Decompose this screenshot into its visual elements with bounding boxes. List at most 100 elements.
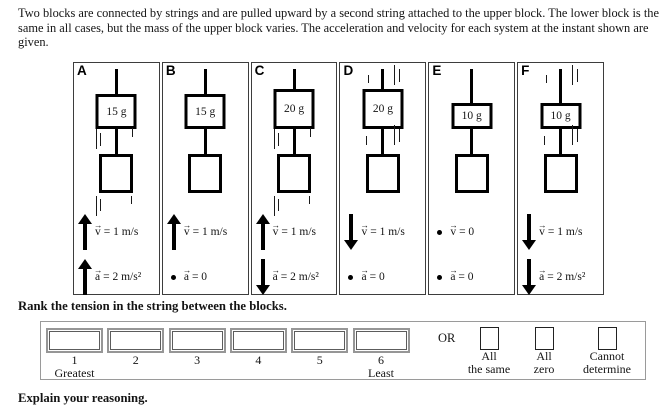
motion-streak-icon (273, 196, 275, 216)
option-label-line: All (536, 349, 552, 363)
problem-statement: Two blocks are connected by strings and … (18, 6, 659, 50)
lower-block (454, 154, 489, 193)
upper-block: 15 g (95, 94, 137, 129)
upper-block: 10 g (540, 103, 582, 129)
acceleration-label: a= 2 m/s² (94, 265, 141, 283)
upper-block-mass: 20 g (372, 103, 393, 115)
upper-block: 20 g (273, 89, 315, 129)
motion-streak-icon (572, 65, 574, 85)
panel-A: A15 gv= 1 m/sa= 2 m/s² (73, 62, 160, 295)
acceleration-vector-symbol: a (449, 265, 458, 283)
upper-block-mass: 10 g (461, 110, 482, 122)
motion-streak-icon (572, 125, 574, 145)
motion-streak-icon (100, 133, 101, 146)
motion-streak-icon (309, 128, 311, 137)
velocity-vector-symbol: v (361, 220, 369, 238)
motion-streak-icon (577, 69, 579, 82)
motion-streak-icon (577, 129, 579, 142)
acceleration-row: a= 0 (344, 258, 425, 296)
rank-slot-1[interactable] (46, 328, 103, 353)
velocity-down-arrow-icon (522, 214, 537, 250)
motion-streak-icon (131, 196, 132, 204)
rank-slot-sublabel: Greatest (54, 366, 95, 380)
panel-label: D (343, 63, 354, 78)
velocity-vector-symbol: v (94, 220, 102, 238)
motion-streak-icon (132, 128, 133, 137)
motion-streak-icon (368, 75, 370, 83)
motion-streak-icon (277, 199, 279, 211)
panel-label: B (165, 63, 176, 78)
upper-block: 20 g (362, 89, 404, 129)
option-checkbox[interactable] (479, 327, 499, 350)
velocity-row: v= 1 m/s (522, 213, 603, 251)
upper-string (559, 69, 563, 103)
velocity-value: = 1 m/s (103, 226, 139, 238)
velocity-up-arrow-icon (166, 214, 181, 250)
rank-slot-number: 3 (194, 353, 201, 367)
rank-slot-5[interactable] (291, 328, 349, 353)
panel-C: C20 gv= 1 m/sa= 2 m/s² (250, 62, 338, 296)
acceleration-label: a= 0 (360, 265, 385, 283)
acceleration-vector-symbol: a (360, 265, 369, 283)
velocity-value: = 1 m/s (281, 226, 317, 238)
upper-string (470, 69, 474, 103)
acceleration-row: a= 2 m/s² (78, 258, 159, 296)
option-label-line: determine (583, 362, 631, 376)
motion-streak-icon (544, 136, 546, 145)
panel-F: F 10 g v= 1 m/s a= 2 m/s² (517, 62, 604, 295)
upper-block-mass: 10 g (550, 110, 571, 122)
motion-streak-icon (394, 125, 396, 145)
option-checkbox[interactable] (597, 327, 617, 350)
option-checkbox[interactable] (534, 327, 554, 350)
panel-label: F (521, 63, 530, 78)
upper-string (381, 69, 385, 89)
acceleration-up-arrow-icon (78, 259, 92, 295)
upper-block-mass: 15 g (106, 105, 127, 118)
motion-streak-icon (399, 129, 401, 142)
connecting-string (559, 129, 563, 154)
acceleration-value: = 0 (369, 271, 385, 283)
ranking-question: Rank the tension in the string between t… (18, 299, 287, 313)
upper-string (114, 69, 118, 94)
panel-label: E (432, 63, 442, 78)
velocity-row: v= 1 m/s (166, 213, 248, 251)
rank-slot-6[interactable] (352, 328, 410, 353)
lower-block (277, 154, 312, 193)
acceleration-down-arrow-icon (255, 259, 270, 295)
acceleration-zero-dot-icon (348, 274, 354, 280)
velocity-label: v= 1 m/s (272, 220, 317, 238)
panel-E: E 10 g v= 0 a= 0 (428, 62, 516, 295)
option-label-line: All (481, 349, 497, 363)
velocity-value: = 1 m/s (192, 226, 228, 238)
velocity-down-arrow-icon (344, 214, 359, 250)
option-label-line: zero (533, 362, 555, 376)
velocity-row: v= 0 (433, 213, 514, 251)
motion-streak-icon (399, 69, 401, 82)
panel-D: D20 gv= 1 m/sa= 0 (339, 62, 427, 296)
connecting-string (381, 129, 385, 154)
acceleration-row: a= 0 (167, 258, 248, 296)
rank-slot-2[interactable] (107, 328, 165, 353)
motion-streak-icon (100, 199, 101, 211)
rank-slot-number: 2 (132, 353, 139, 367)
rank-slot-4[interactable] (229, 328, 287, 353)
acceleration-row: a= 2 m/s² (522, 258, 603, 296)
connecting-string (470, 129, 474, 154)
acceleration-zero-dot-icon (170, 274, 176, 280)
rank-slot-3[interactable] (168, 328, 226, 353)
velocity-label: v= 1 m/s (538, 220, 582, 238)
upper-block: 10 g (451, 103, 493, 129)
acceleration-value: = 0 (458, 271, 474, 283)
rank-slot-number: 6 (378, 353, 384, 367)
upper-block-mass: 20 g (284, 103, 305, 115)
motion-streak-icon (394, 65, 396, 85)
rank-slot-column-4: 4 (229, 328, 287, 367)
upper-block-mass: 15 g (195, 105, 216, 118)
velocity-vector-symbol: v (272, 220, 280, 238)
acceleration-row: a= 2 m/s² (255, 258, 337, 296)
